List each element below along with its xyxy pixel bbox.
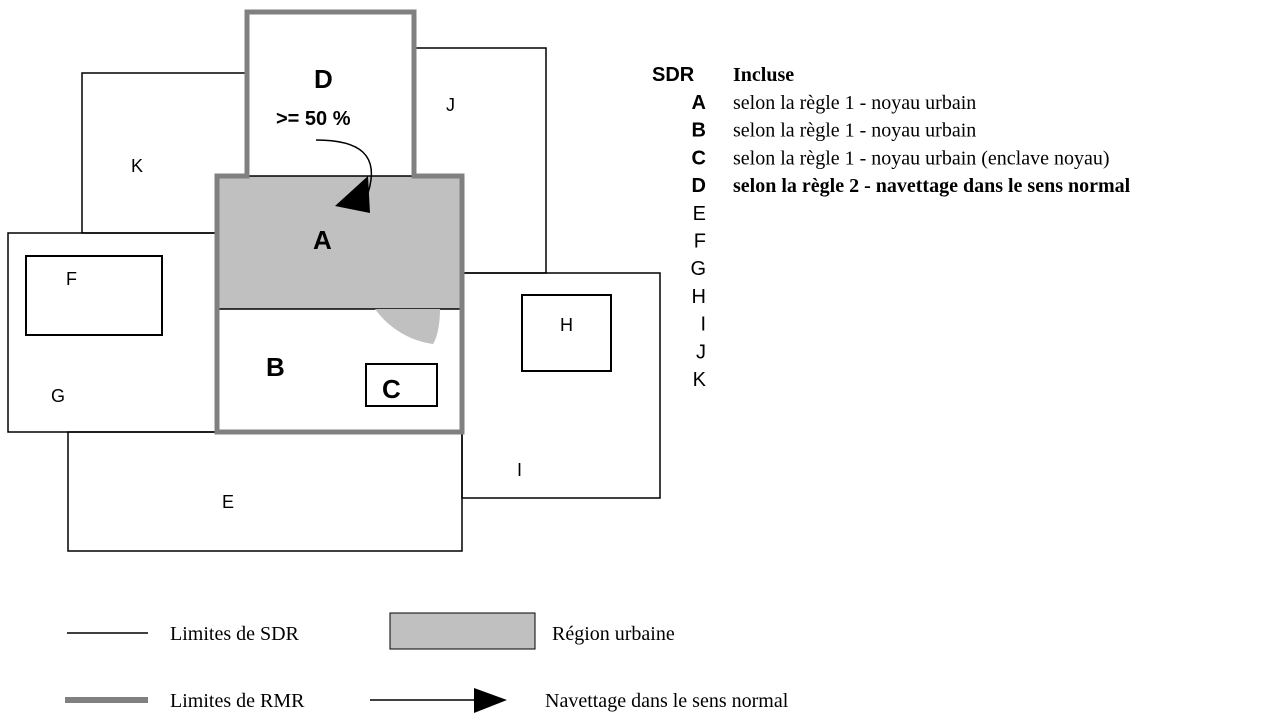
legend-urban-text: Région urbaine — [552, 623, 675, 645]
region-e-boundary — [67, 431, 463, 552]
list-item-desc-d: selon la règle 2 - navettage dans le sen… — [733, 175, 1131, 197]
list-item-desc-b: selon la règle 1 - noyau urbain — [733, 120, 976, 142]
list-item-code-f: F — [694, 231, 706, 253]
label-e: E — [222, 492, 234, 512]
list-item-code-h: H — [692, 286, 706, 308]
list-header-code: SDR — [652, 64, 695, 86]
label-k: K — [131, 156, 143, 176]
legend-arrow-head — [474, 688, 507, 713]
list-item-desc-a: selon la règle 1 - noyau urbain — [733, 92, 976, 114]
d-percent-label: >= 50 % — [276, 108, 351, 130]
legend-sdr-text: Limites de SDR — [170, 623, 300, 645]
label-c: C — [382, 374, 401, 404]
region-g-boundary — [7, 232, 218, 433]
label-f: F — [66, 269, 77, 289]
commuting-arrow-curve — [315, 139, 373, 194]
list-item-code-e: E — [693, 203, 706, 225]
commuting-arrow-head — [335, 176, 370, 213]
label-h: H — [560, 315, 573, 335]
label-j: J — [446, 95, 455, 115]
list-item-code-k: K — [693, 369, 707, 391]
region-f-boundary — [25, 255, 163, 336]
list-header-desc: Incluse — [733, 64, 794, 86]
label-i: I — [517, 460, 522, 480]
legend: Limites de SDR Région urbaine Limites de… — [65, 612, 789, 713]
region-c-boundary — [365, 363, 438, 407]
list-item-code-c: C — [692, 147, 706, 169]
list-item-code-g: G — [690, 258, 706, 280]
rmr-boundary — [214, 9, 465, 435]
urban-region-b-part — [375, 309, 440, 344]
list-item-code-b: B — [692, 120, 706, 142]
urban-region-a — [217, 176, 462, 309]
legend-urban-swatch — [389, 612, 536, 650]
region-i-boundary — [461, 272, 661, 499]
label-b: B — [266, 352, 285, 382]
legend-rmr-text: Limites de RMR — [170, 690, 305, 712]
label-g: G — [51, 386, 65, 406]
legend-commuting-text: Navettage dans le sens normal — [545, 690, 789, 712]
list-item-code-d: D — [692, 175, 706, 197]
list-item-code-i: I — [700, 314, 706, 336]
label-d: D — [314, 64, 333, 94]
list-item-code-a: A — [692, 92, 706, 114]
list-item-code-j: J — [696, 341, 706, 363]
label-a: A — [313, 225, 332, 255]
list-item-desc-c: selon la règle 1 - noyau urbain (enclave… — [733, 147, 1110, 169]
region-h-boundary — [521, 294, 612, 372]
